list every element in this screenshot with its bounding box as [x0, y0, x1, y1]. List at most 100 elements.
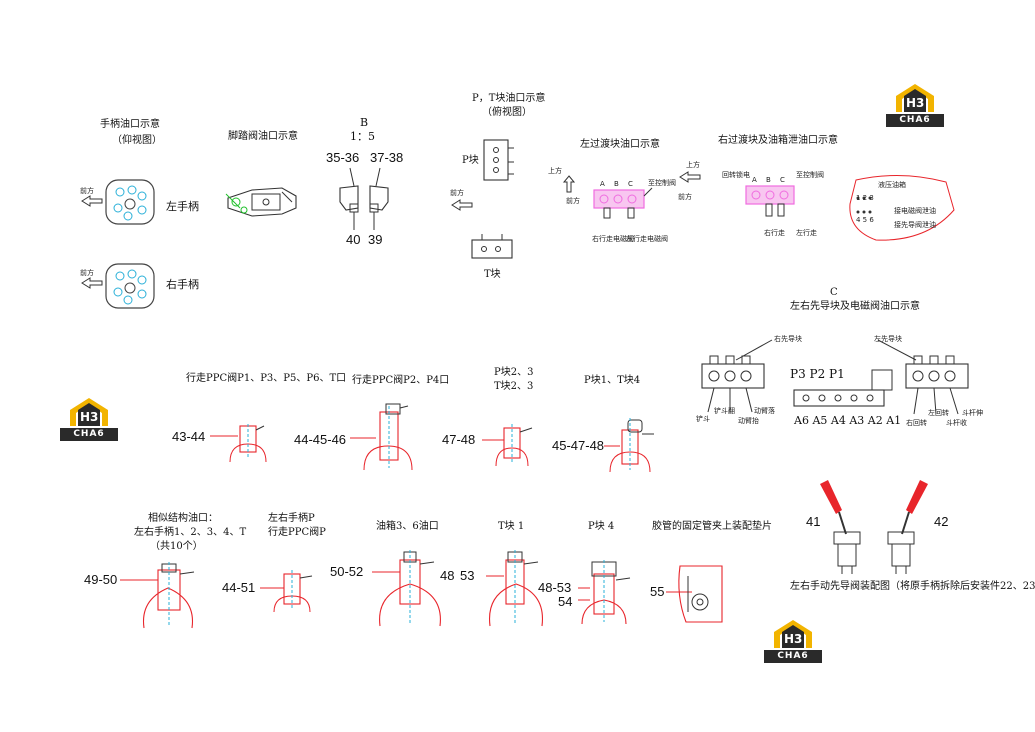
tank-ports-outline: [849, 175, 955, 241]
detail-b-title: B: [360, 116, 369, 129]
right-switch-swing-lock: 回转锁电: [722, 171, 750, 179]
house-logo-icon: [774, 620, 812, 648]
t-block-label: T块: [484, 269, 501, 280]
e2-num: 44-51: [222, 580, 256, 595]
logo-letters: H3: [906, 96, 925, 110]
tank-solenoid-drain: 接电磁阀泄油: [894, 207, 936, 215]
right-switch-b: B: [766, 176, 771, 184]
d1-num: 43-44: [172, 429, 206, 444]
d3-subtitle: T块2、3: [494, 381, 534, 392]
c-left-pilot-block: 左先导块: [874, 335, 902, 343]
right-manual-valve-diagram: [887, 480, 928, 574]
c-label-boom-up: 动臂抬: [738, 417, 759, 425]
e1-sub2: （共10个）: [150, 541, 203, 552]
tank-pilot-drain: 接先导阀泄油: [894, 221, 936, 229]
e6-num: 55: [650, 584, 665, 599]
brand-logo-left: H3 CHA6: [58, 392, 120, 444]
e1-fitting-diagram: [120, 562, 195, 629]
right-switch-title: 右过渡块及油箱泄油口示意: [718, 135, 838, 146]
c-right-pilot-block: 右先导块: [774, 335, 802, 343]
d2-title: 行走PPC阀P2、P4口: [352, 375, 450, 386]
e2-subtitle: 行走PPC阀P: [268, 527, 326, 538]
front-arrow-icon: [81, 277, 103, 289]
left-switch-title: 左过渡块油口示意: [580, 139, 660, 150]
e6-clamp-diagram: [666, 565, 723, 623]
d3-num: 47-48: [442, 432, 476, 447]
d1-fitting-diagram: [210, 424, 267, 463]
left-handle-label: 左手柄: [166, 200, 199, 213]
left-switch-up-label: 上方: [548, 167, 562, 175]
pedal-title: 脚踏阀油口示意: [228, 131, 298, 142]
e1-subtitle: 左右手柄1、2、3、4、T: [134, 527, 247, 538]
left-switch-a: A: [600, 180, 605, 188]
logo-letters: H3: [80, 410, 99, 424]
left-arrow-icon: [679, 171, 701, 183]
detail-b-num-35-36: 35-36: [326, 150, 360, 165]
handle-front-label-2: 前方: [80, 269, 94, 277]
e7-num-41: 41: [806, 514, 821, 529]
e5-num-48-53: 48-53: [538, 580, 572, 595]
e7-caption: 左右手动先导阀装配图（将原手柄拆除后安装件22、23: [790, 581, 1035, 592]
left-handle-ports-diagram: [105, 179, 155, 225]
c-pilot-blocks-diagram: [701, 339, 969, 415]
logo-tag: CHA6: [886, 114, 944, 127]
detail-b-num-40: 40: [346, 232, 361, 247]
left-switch-to-valve: 至控制阀: [648, 179, 676, 187]
right-switch-right-travel: 右行走: [764, 229, 785, 237]
left-manual-valve-diagram: [820, 480, 861, 574]
detail-b-num-39: 39: [368, 232, 383, 247]
p-block-label: P块: [462, 155, 479, 166]
pt-front-label: 前方: [450, 189, 464, 197]
e3-title: 油箱3、6油口: [376, 521, 439, 532]
e4-num: 53: [460, 568, 475, 583]
logo-letters: H3: [784, 632, 803, 646]
c-title: C: [830, 287, 838, 298]
front-arrow-icon: [451, 199, 473, 211]
right-switch-c: C: [780, 176, 785, 184]
e5-fitting-diagram: [578, 560, 631, 625]
left-switch-front-label: 前方: [566, 197, 580, 205]
front-arrow-icon: [81, 195, 103, 207]
left-switch-b: B: [614, 180, 619, 188]
logo-tag: CHA6: [60, 428, 118, 441]
e2-fitting-diagram: [260, 570, 313, 613]
house-logo-icon: [896, 84, 934, 112]
pedal-valve-diagram: [225, 187, 297, 217]
right-handle-label: 右手柄: [166, 278, 199, 291]
d4-fitting-diagram: [604, 418, 654, 473]
right-switch-to-valve: 至控制阀: [796, 171, 824, 179]
c-label-bucket-dump: 铲斗翻: [714, 407, 735, 415]
e7-num-42: 42: [934, 514, 949, 529]
t-block-diagram: [471, 234, 513, 259]
pt-title: P，T块油口示意: [472, 93, 546, 104]
right-switch-block-diagram: [745, 185, 795, 217]
c-label-boom-down: 动臂落: [754, 407, 775, 415]
c-ports-a: A6 A5 A4 A3 A2 A1: [794, 414, 902, 427]
right-switch-front-label: 前方: [678, 193, 692, 201]
right-handle-ports-diagram: [105, 263, 155, 309]
tank-ports-456: 4 5 6: [856, 216, 874, 224]
left-switch-c: C: [628, 180, 633, 188]
house-logo-icon: [70, 398, 108, 426]
d1-title: 行走PPC阀P1、P3、P5、P6、T口: [186, 373, 347, 384]
right-switch-up-label: 上方: [686, 161, 700, 169]
c-label-left-swing: 左回转: [928, 409, 949, 417]
logo-tag: CHA6: [764, 650, 822, 663]
e5-title: P块 4: [588, 521, 615, 532]
tank-label: 液压油箱: [878, 181, 906, 189]
brand-logo-top-right: H3 CHA6: [884, 78, 946, 130]
detail-b-scale: 1：5: [350, 130, 375, 143]
d2-num: 44-45-46: [294, 432, 347, 447]
e3-num-48: 48: [440, 568, 455, 583]
e1-num: 49-50: [84, 572, 118, 587]
left-switch-block-diagram: [593, 187, 653, 219]
d3-title: P块2、3: [494, 367, 534, 378]
c-label-arm-in: 斗杆收: [946, 419, 967, 427]
p-block-diagram: [483, 139, 514, 181]
brand-logo-bottom: H3 CHA6: [762, 614, 824, 666]
c-label-arm-out: 斗杆伸: [962, 409, 983, 417]
d4-num: 45-47-48: [552, 438, 605, 453]
c-subtitle: 左右先导块及电磁阀油口示意: [790, 301, 920, 312]
e5-num-54: 54: [558, 594, 573, 609]
c-ports-p: P3 P2 P1: [790, 367, 845, 381]
